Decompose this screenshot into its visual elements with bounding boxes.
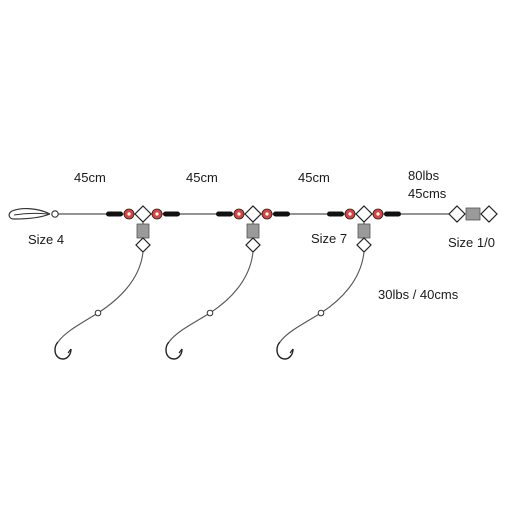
swivel-eye-left: [448, 205, 466, 223]
crimp-right: [273, 211, 290, 217]
snap-clip: [8, 208, 59, 220]
snood-bead: [317, 309, 325, 317]
main-line-strength-label: 80lbs: [408, 168, 440, 183]
snood-line: [57, 251, 144, 343]
swivel: [357, 223, 371, 239]
segment-3-label: 45cm: [298, 170, 330, 185]
crimp-right: [384, 211, 401, 217]
swivel-eye: [356, 237, 372, 253]
dropper-1: [54, 205, 180, 360]
swivel-ring: [355, 205, 373, 223]
dropper-2: [165, 205, 290, 360]
swivel-eye: [245, 237, 261, 253]
swivel-body: [465, 207, 481, 221]
swivel: [246, 223, 260, 239]
dropper-3: [276, 205, 401, 360]
swivel-ring: [244, 205, 262, 223]
end-swivel: [448, 205, 498, 223]
hook: [276, 341, 294, 360]
crimp-left: [216, 211, 233, 217]
swivel-size-label: Size 7: [311, 231, 347, 246]
snood-line: [279, 251, 365, 343]
crimp-left: [106, 211, 123, 217]
crimp-left: [327, 211, 344, 217]
segment-1-label: 45cm: [74, 170, 106, 185]
swivel-eye-right: [480, 205, 498, 223]
segment-2-label: 45cm: [186, 170, 218, 185]
snood-bead: [94, 309, 102, 317]
snood-bead: [206, 309, 214, 317]
end-swivel-size-label: Size 1/0: [448, 235, 495, 250]
snood-spec-label: 30lbs / 40cms: [378, 287, 459, 302]
hook: [54, 341, 72, 360]
snap-size-label: Size 4: [28, 232, 64, 247]
swivel-eye: [135, 237, 151, 253]
crimp-right: [163, 211, 180, 217]
snood-line: [168, 251, 254, 343]
hook: [165, 341, 183, 360]
swivel-ring: [134, 205, 152, 223]
swivel: [136, 223, 150, 239]
main-line-length-label: 45cms: [408, 186, 447, 201]
